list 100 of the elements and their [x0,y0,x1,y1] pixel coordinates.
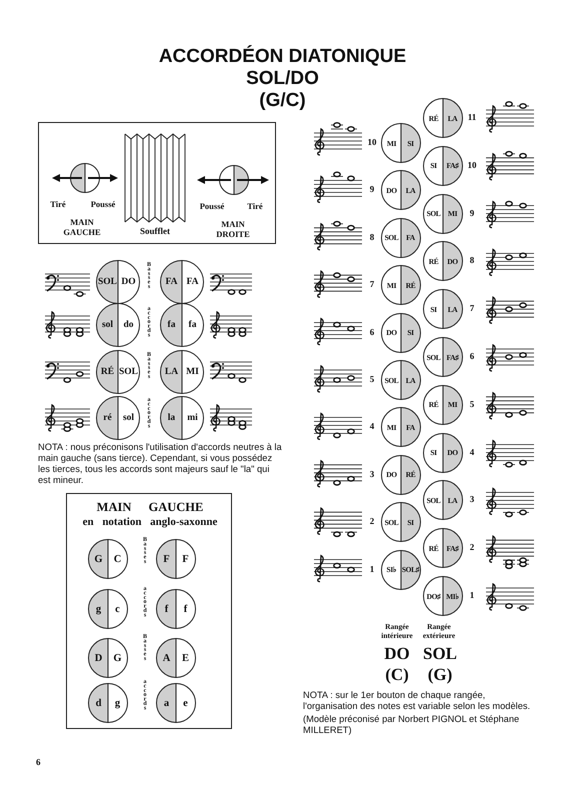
note-name: F [181,552,190,566]
panel-subheading: en notation anglo-saxonne [82,516,218,528]
note-name: g [94,602,102,616]
accordion-button [156,589,196,629]
note-name: G [93,552,104,566]
bellows-label: Soufflet [139,226,171,236]
accordion-button [88,638,128,678]
key-name: (C) [384,665,410,686]
note-name: f [182,602,188,616]
button-number: 6 [368,326,376,339]
note-name: LA [164,366,180,379]
accordion-button [96,350,140,394]
accordion-button [423,241,463,282]
note-name: g [114,696,122,710]
accordion-button [156,539,196,579]
note-text: NOTA : sur le 1er bouton de chaque rangée, l'organisation des notes est variable selon les modèles. [303,690,532,712]
key-name: DO [383,644,411,664]
accordion-button [423,194,463,234]
subtitle: (G/C) [258,90,307,113]
accordion-button [423,98,463,138]
note-name: SOL [97,276,118,289]
note-name: mi [186,412,199,425]
accordion-button [423,480,463,520]
accordion-button [423,528,463,568]
note-name: A [162,652,172,666]
button-number: 7 [468,303,476,316]
note-name: c [114,602,121,616]
accordion-button [381,218,421,258]
diagram-frame [38,122,276,244]
note-name: G [112,652,123,666]
accordion-button [96,260,140,304]
note-name: d [94,696,102,710]
accordion-button [423,576,463,616]
button-number: 9 [368,184,376,196]
key-name: (G) [426,665,454,686]
accordion-button [381,123,421,163]
accordion-button [156,638,196,678]
button-number: 9 [468,208,476,220]
button-number: 4 [468,446,476,459]
accordion-button [381,407,421,448]
button-number: 4 [368,421,376,434]
accordion-button [381,550,421,590]
accordion-button [88,539,128,579]
note-name: D [94,652,104,666]
panel-heading: MAIN GAUCHE [96,500,204,515]
direction-label: Poussé [198,201,226,211]
button-number: 3 [368,468,376,481]
accordion-button [423,146,463,186]
note-name: FA [186,276,200,289]
note-name: SOL [118,366,139,379]
accordion-button [423,337,463,377]
button-number: 1 [468,590,476,602]
note-name: RÉ [100,364,116,379]
note-name: fa [166,319,176,332]
direction-label: Tiré [49,199,67,209]
button-number: 7 [368,279,376,292]
button-number: 8 [468,255,476,268]
direction-label: Poussé [90,199,116,209]
accordion-button [381,265,421,306]
note-name: FA [164,276,178,289]
page-number: 6 [36,757,42,768]
direction-label: Tiré [246,201,264,211]
title: ACCORDÉON DIATONIQUE [158,46,408,68]
note-name: MI [185,366,200,379]
accordion-button [96,303,140,347]
button-number: 2 [368,516,376,528]
accordion-button [381,312,421,353]
hand-label: MAIN DROITE [215,219,251,239]
accordion-button [160,396,204,440]
accordion-button [381,170,421,210]
note-name: sol [122,412,136,425]
accordion-button [381,454,421,495]
accordion-button [88,683,128,723]
button-number: 10 [466,160,478,172]
note-name: a [162,696,170,710]
button-number: 5 [368,374,376,386]
accordion-button [160,260,204,304]
legend-panel [66,493,232,729]
note-name: C [112,552,122,566]
button-number: 3 [468,494,476,506]
button-number: 5 [468,398,476,411]
accordion-button [96,396,140,440]
accordion-button [381,360,421,400]
note-name: DO [120,276,137,289]
accordion-button [381,502,421,542]
hand-label: MAIN GAUCHE [62,217,102,237]
accordion-button [156,683,196,723]
button-number: 11 [466,112,478,124]
note-name: F [162,552,171,566]
note-name: ré [102,412,113,425]
button-number: 6 [468,351,476,363]
note-name: E [180,652,190,666]
accordion-button [88,589,128,629]
button-number: 1 [368,564,376,576]
button-number: 2 [468,542,476,554]
accordion-button [423,432,463,473]
accordion-button [423,289,463,330]
note-name: sol [100,319,114,332]
accordion-button [160,350,204,394]
note-name: fa [188,319,198,332]
